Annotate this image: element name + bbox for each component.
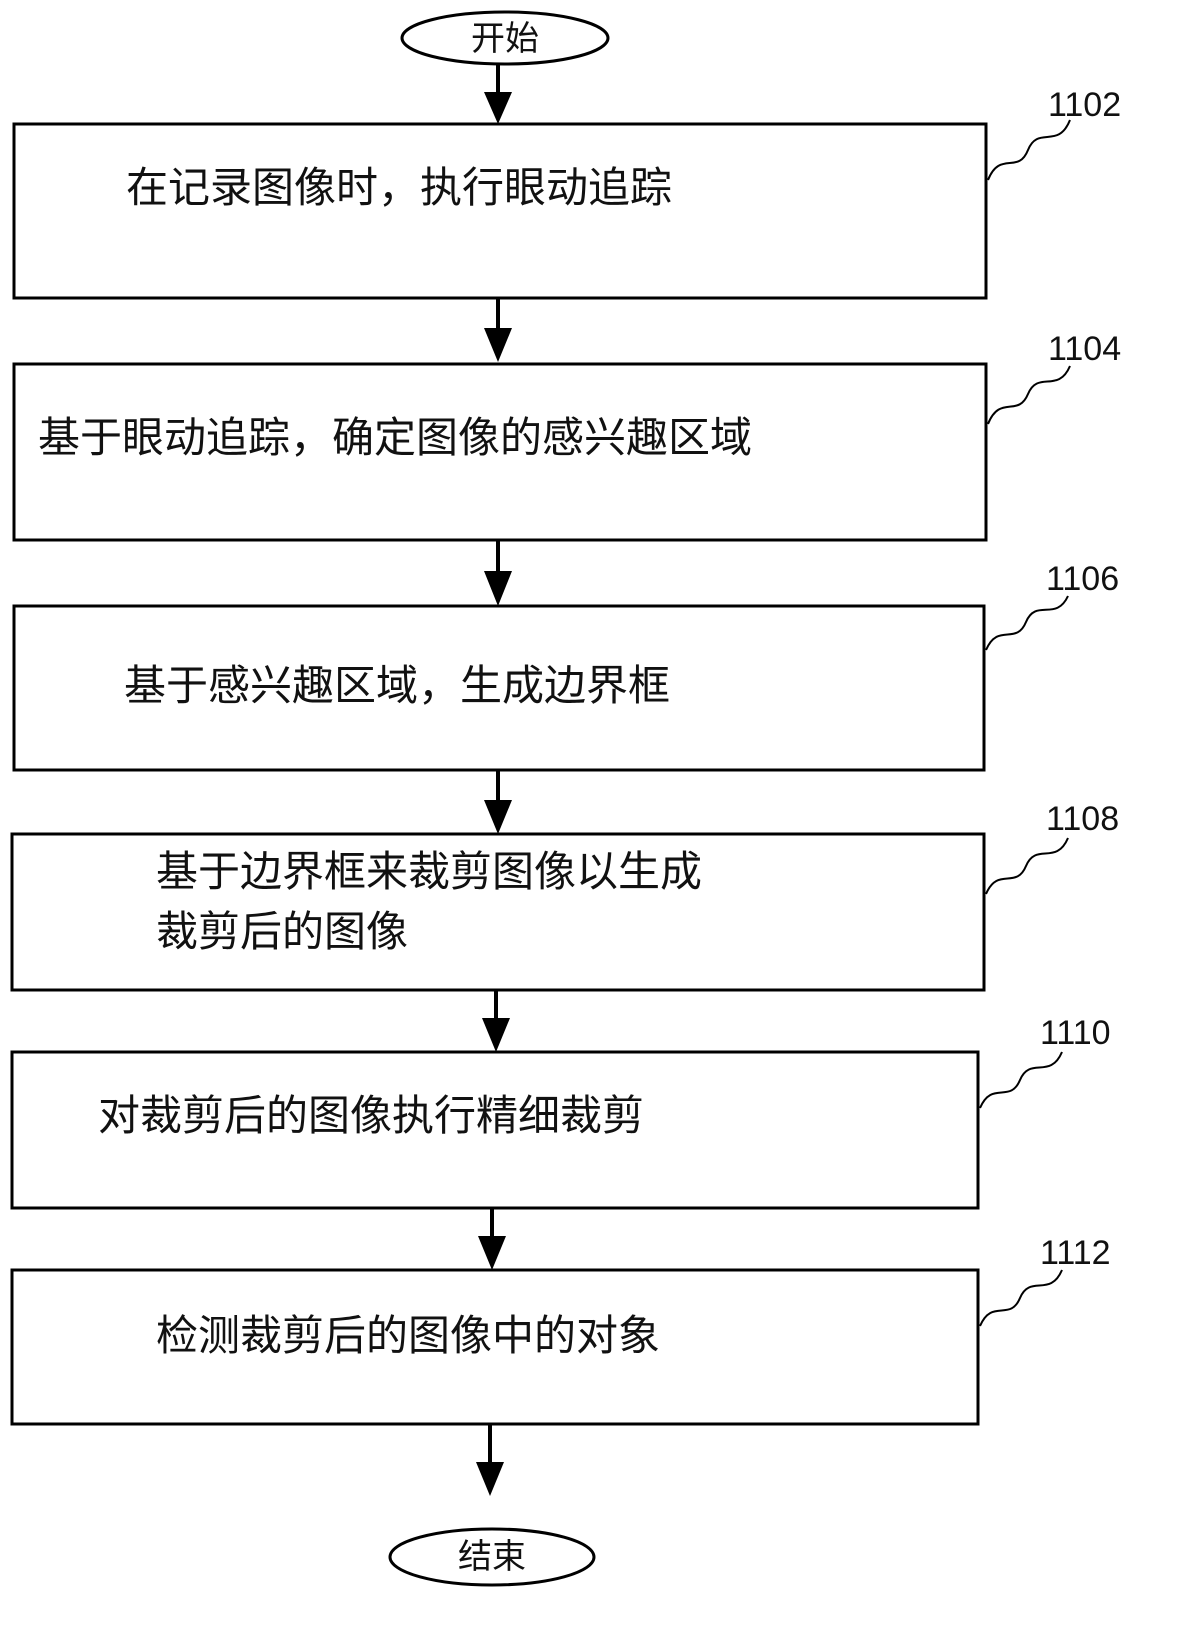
step-text-1110: 对裁剪后的图像执行精细裁剪 xyxy=(98,1091,645,1140)
ref-label-1106: 1106 xyxy=(1046,560,1120,598)
step-box-1104 xyxy=(12,362,988,542)
leader-line-1102 xyxy=(987,119,1071,181)
end-terminal xyxy=(388,1527,596,1587)
leader-line-1104 xyxy=(987,365,1071,425)
step-text-1108-line1: 基于边界框来裁剪图像以生成 xyxy=(156,847,703,896)
step-text-1102: 在记录图像时，执行眼动追踪 xyxy=(126,163,673,212)
step-box-1108 xyxy=(10,832,986,992)
leader-line-1106 xyxy=(985,595,1069,651)
step-text-1106: 基于感兴趣区域，生成边界框 xyxy=(124,661,671,710)
connector-arrows xyxy=(476,64,512,1496)
start-terminal xyxy=(400,10,610,66)
ref-label-1102: 1102 xyxy=(1048,86,1122,124)
step-box-1112 xyxy=(10,1268,980,1426)
ref-label-1104: 1104 xyxy=(1048,330,1122,368)
step-text-1108-line2: 裁剪后的图像 xyxy=(156,907,409,956)
step-text-1112: 检测裁剪后的图像中的对象 xyxy=(156,1311,661,1360)
step-box-1102 xyxy=(12,122,988,300)
step-text-1104: 基于眼动追踪，确定图像的感兴趣区域 xyxy=(38,413,753,462)
end-label: 结束 xyxy=(458,1537,526,1577)
ref-label-1108: 1108 xyxy=(1046,800,1120,838)
leader-line-1112 xyxy=(979,1269,1063,1327)
leader-line-1108 xyxy=(985,837,1069,895)
step-box-1106 xyxy=(12,604,986,772)
ref-label-1112: 1112 xyxy=(1040,1234,1111,1272)
ref-label-1110: 1110 xyxy=(1040,1014,1111,1052)
leader-line-1110 xyxy=(979,1051,1063,1109)
step-box-1110 xyxy=(10,1050,980,1210)
start-label: 开始 xyxy=(471,19,539,59)
